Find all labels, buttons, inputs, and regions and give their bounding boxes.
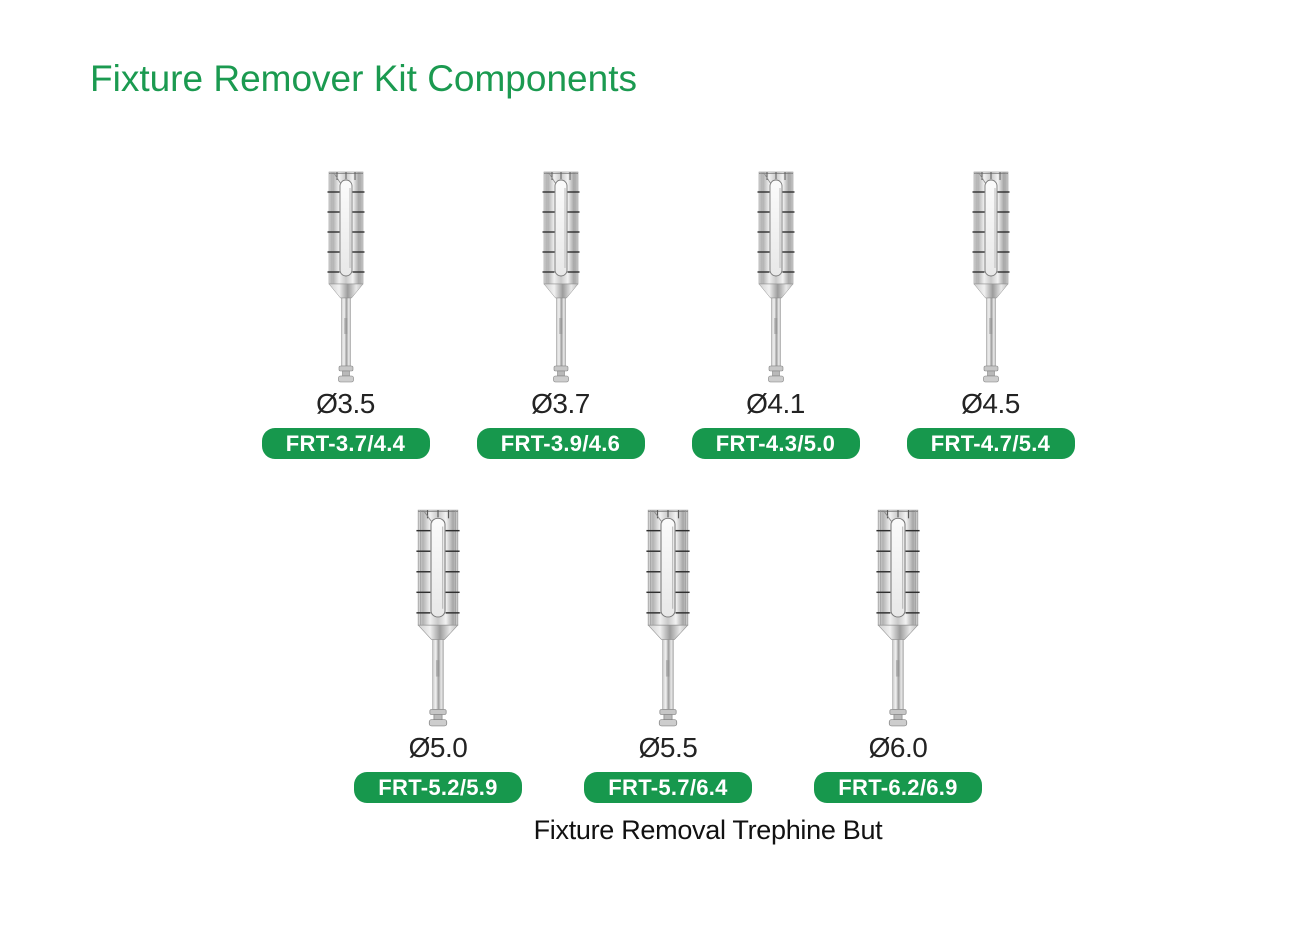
product-row-1: Ø3.5 FRT-3.7/4.4 Ø3.7 FRT-3.9/4.6 Ø4.1 F… — [10, 168, 1316, 459]
product-card: Ø5.5 FRT-5.7/6.4 — [568, 506, 768, 803]
trephine-bur-image — [316, 168, 376, 386]
product-code-badge: FRT-3.7/4.4 — [261, 428, 430, 459]
product-row-2: Ø5.0 FRT-5.2/5.9 Ø5.5 FRT-5.7/6.4 Ø6.0 F… — [10, 506, 1316, 803]
trephine-bur-image — [633, 506, 703, 730]
diameter-label: Ø4.5 — [961, 388, 1020, 419]
page-title: Fixture Remover Kit Components — [90, 58, 637, 99]
diameter-label: Ø5.5 — [638, 732, 698, 763]
trephine-bur-image — [746, 168, 806, 386]
catalog-content: Ø3.5 FRT-3.7/4.4 Ø3.7 FRT-3.9/4.6 Ø4.1 F… — [10, 168, 1316, 846]
diameter-label: Ø3.5 — [316, 388, 375, 419]
product-code-badge: FRT-6.2/6.9 — [814, 772, 982, 803]
product-card: Ø6.0 FRT-6.2/6.9 — [798, 506, 998, 803]
trephine-bur-image — [961, 168, 1021, 386]
product-code-badge: FRT-5.2/5.9 — [354, 772, 522, 803]
trephine-bur-image — [531, 168, 591, 386]
product-card: Ø3.5 FRT-3.7/4.4 — [246, 168, 446, 459]
diameter-label: Ø5.0 — [408, 732, 468, 763]
product-code-badge: FRT-5.7/6.4 — [584, 772, 752, 803]
trephine-bur-image — [403, 506, 473, 730]
trephine-bur-image — [863, 506, 933, 730]
product-code-badge: FRT-4.7/5.4 — [906, 428, 1075, 459]
product-code-badge: FRT-3.9/4.6 — [476, 428, 645, 459]
product-card: Ø5.0 FRT-5.2/5.9 — [338, 506, 538, 803]
product-card: Ø4.1 FRT-4.3/5.0 — [676, 168, 876, 459]
product-card: Ø4.5 FRT-4.7/5.4 — [891, 168, 1091, 459]
diameter-label: Ø6.0 — [868, 732, 928, 763]
diameter-label: Ø4.1 — [746, 388, 805, 419]
diameter-label: Ø3.7 — [531, 388, 590, 419]
product-code-badge: FRT-4.3/5.0 — [691, 428, 860, 459]
product-card: Ø3.7 FRT-3.9/4.6 — [461, 168, 661, 459]
caption: Fixture Removal Trephine But — [533, 815, 883, 845]
